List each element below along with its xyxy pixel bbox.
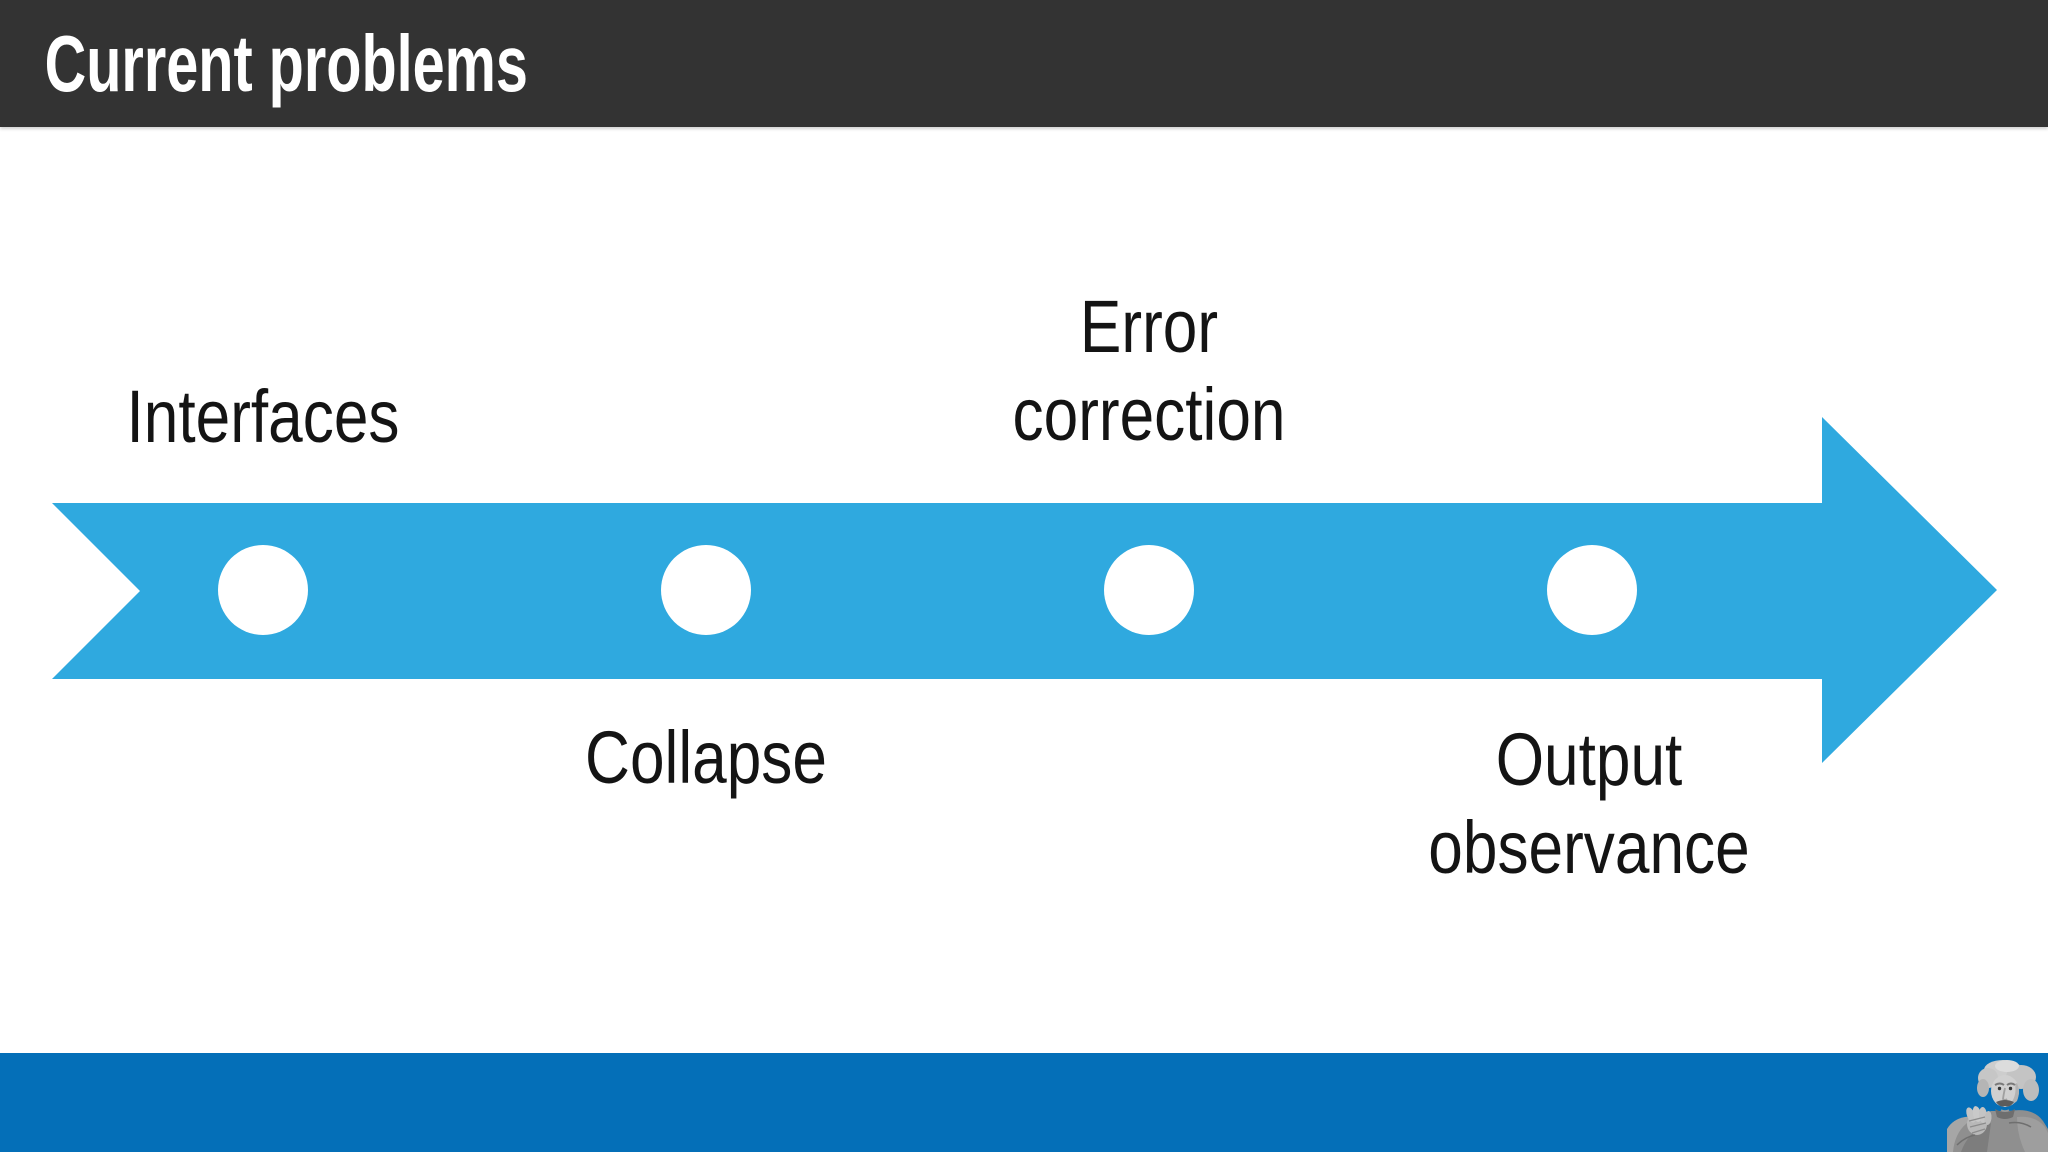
milestone-dot-3 xyxy=(1104,545,1194,635)
milestone-label-error-correction: Error correction xyxy=(1012,285,1286,456)
milestone-label-collapse: Collapse xyxy=(585,716,827,799)
footer-bar xyxy=(0,1053,2048,1152)
title-bar: Current problems xyxy=(0,0,2048,127)
milestone-dot-2 xyxy=(661,545,751,635)
right-arrow-shape xyxy=(52,417,1997,763)
einstein-photo xyxy=(1947,1060,2048,1152)
slide-title: Current problems xyxy=(44,18,528,108)
milestone-dot-1 xyxy=(218,545,308,635)
milestone-dot-4 xyxy=(1547,545,1637,635)
milestone-label-interfaces: Interfaces xyxy=(126,375,400,458)
milestone-label-output-observance: Output observance xyxy=(1428,718,1750,889)
